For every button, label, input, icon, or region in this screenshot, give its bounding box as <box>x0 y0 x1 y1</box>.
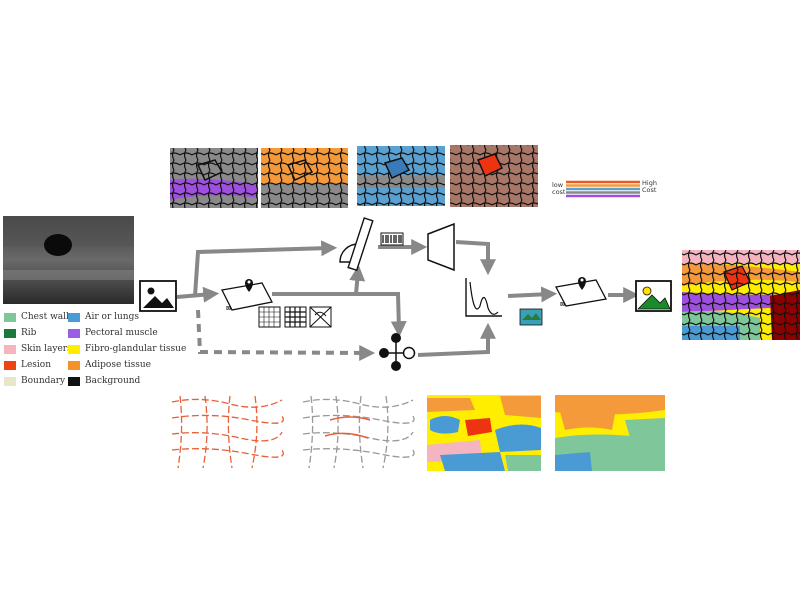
arrow-dashed-branch <box>196 309 376 361</box>
legend-item: Lesion <box>4 360 51 370</box>
legend-swatch <box>4 376 16 386</box>
legend-swatch <box>68 360 80 370</box>
graph-node-icon <box>379 333 416 371</box>
barcode-icon <box>380 232 404 246</box>
legend-item: Rib <box>4 328 36 338</box>
map-pin-icon-output: ⊠ <box>555 277 607 308</box>
arrow-map-to-ruler <box>272 264 366 296</box>
cost-scale <box>566 180 640 198</box>
cost-map-blue <box>357 146 445 206</box>
ruler-protractor-icon <box>339 217 374 272</box>
svg-text:⊠: ⊠ <box>560 301 565 308</box>
legend-item: Boundary <box>4 376 65 386</box>
legend-swatch <box>4 360 16 370</box>
arrow-graph-to-curve <box>417 322 496 357</box>
texture-patterns <box>258 306 332 328</box>
legend-item: Skin layers <box>4 344 72 354</box>
svg-text:⊠: ⊠ <box>226 305 231 312</box>
loss-curve-icon <box>465 278 502 317</box>
legend-swatch <box>68 312 80 322</box>
image-icon <box>139 280 177 312</box>
legend-swatch <box>4 328 16 338</box>
decoder-icon <box>427 222 455 272</box>
legend-item: Pectoral muscle <box>68 328 158 338</box>
legend-item: Air or lungs <box>68 312 139 322</box>
legend-swatch <box>4 344 16 354</box>
arrow-curve-to-map <box>507 286 558 303</box>
final-segmentation <box>682 250 800 340</box>
legend-swatch <box>68 344 80 354</box>
cost-map-red <box>450 145 538 207</box>
arrow-map-to-graph <box>356 292 407 338</box>
flow-arrows <box>176 239 640 361</box>
mini-segmentation-icon <box>519 308 543 326</box>
legend-swatch <box>68 328 80 338</box>
arrow-top-branch <box>193 240 338 297</box>
ultrasound-image <box>3 216 134 304</box>
segmentation-map-1 <box>427 395 541 471</box>
map-pin-icon: ⊠ <box>221 279 273 312</box>
legend-item: Adipose tissue <box>68 360 151 370</box>
arrow-decoder-to-curve <box>455 240 496 276</box>
segmentation-map-2 <box>555 395 665 471</box>
legend-item: Fibro-glandular tissue <box>68 344 186 354</box>
cost-map-orange <box>261 148 348 208</box>
cost-map-purple <box>170 148 258 208</box>
legend-swatch <box>68 376 80 386</box>
legend-swatch <box>4 312 16 322</box>
boundary-map-2 <box>301 394 415 470</box>
output-image-icon <box>635 280 672 312</box>
legend-item: Chest wall <box>4 312 69 322</box>
legend-item: Background <box>68 376 140 386</box>
boundary-map-1 <box>170 394 284 470</box>
